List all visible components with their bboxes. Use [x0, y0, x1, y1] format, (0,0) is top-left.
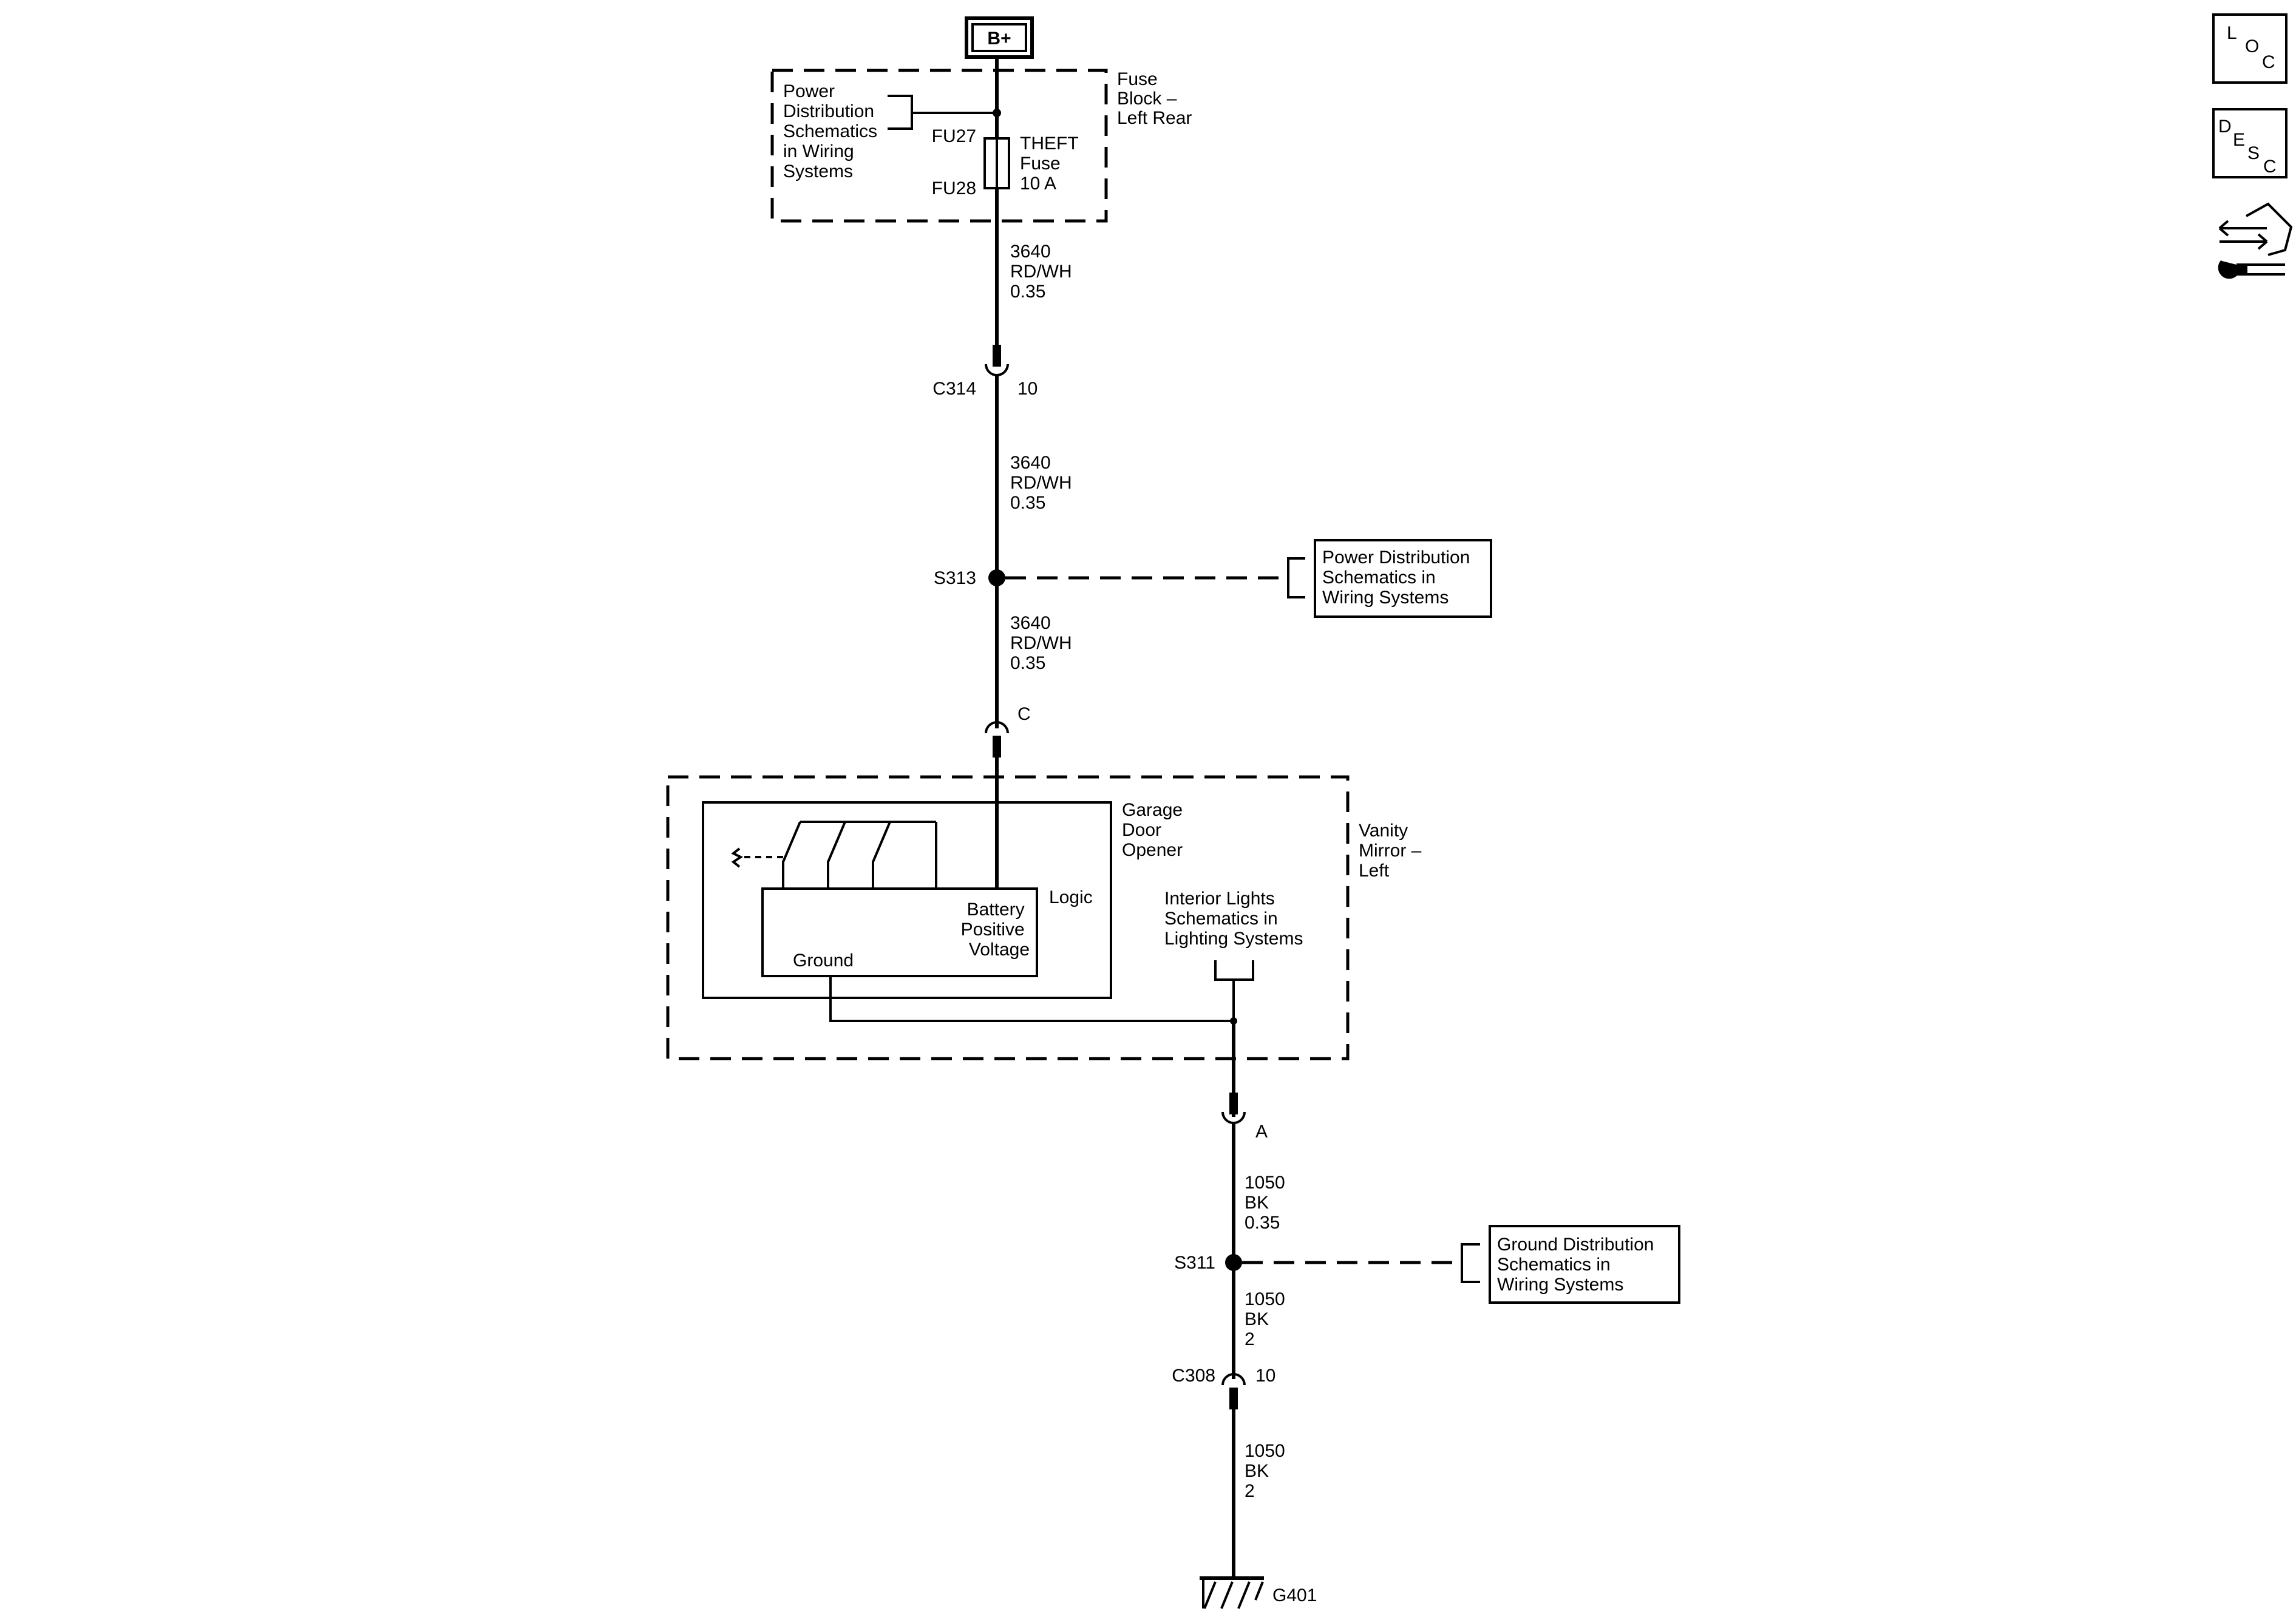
interior-lights-ref-bracket	[1214, 960, 1254, 981]
ground-dist-ref-box	[1489, 1225, 1680, 1304]
ground-g401-name: G401	[1272, 1585, 1317, 1605]
switch-actuator-icon	[731, 847, 743, 868]
fuse-feed-junction	[993, 109, 1001, 117]
c314-pin: 10	[1017, 379, 1038, 399]
battery-source-box	[965, 16, 1034, 59]
svg-text:C: C	[2262, 52, 2275, 72]
fuse-block-ref-bracket	[888, 95, 913, 130]
connector-repair-icon[interactable]	[2218, 202, 2293, 279]
battery-source-label: B+	[987, 29, 1011, 49]
description-icon[interactable]: D E S C	[2212, 108, 2288, 178]
svg-text:S: S	[2247, 143, 2260, 163]
wire-label-5: 1050 BK 2	[1245, 1289, 1290, 1349]
svg-text:C: C	[2263, 157, 2277, 177]
ground-dist-ref-label: Ground Distribution Schematics in Wiring…	[1497, 1235, 1659, 1295]
logic-label: Logic	[1049, 887, 1093, 907]
wire-label-6: 1050 BK 2	[1245, 1441, 1290, 1501]
vanity-mirror-label: Vanity Mirror – Left	[1359, 821, 1427, 881]
wire-label-1: 3640 RD/WH 0.35	[1010, 242, 1077, 302]
logic-box	[761, 887, 1038, 977]
fuse-block-outline	[770, 69, 1108, 223]
c308-name: C308	[1172, 1366, 1215, 1386]
interior-lights-ref-label: Interior Lights Schematics in Lighting S…	[1164, 889, 1303, 949]
power-dist-ref-label: Power Distribution Schematics in Wiring …	[1322, 547, 1475, 608]
garage-door-opener-label: Garage Door Opener	[1122, 800, 1187, 860]
fuse-terminal-in: FU27	[932, 126, 976, 146]
fuse-block-label: Fuse Block – Left Rear	[1117, 69, 1192, 128]
battery-source-inner-box	[971, 23, 1027, 52]
fuse-block-ref-label: Power Distribution Schematics in Wiring …	[783, 81, 882, 181]
c308-female-cup	[1221, 1373, 1246, 1386]
theft-fuse-label: THEFT Fuse 10 A	[1020, 134, 1083, 194]
wire-label-3: 3640 RD/WH 0.35	[1010, 613, 1077, 673]
svg-text:L: L	[2227, 23, 2237, 43]
svg-text:D: D	[2218, 117, 2232, 137]
fuse-terminal-out: FU28	[932, 178, 976, 198]
module-ground-wire	[829, 976, 1234, 1022]
ground-terminal-label: Ground	[793, 951, 854, 971]
vanity-a-pin: A	[1255, 1122, 1268, 1142]
wire-label-2: 3640 RD/WH 0.35	[1010, 453, 1077, 513]
s313-name: S313	[934, 568, 976, 588]
switch-2-blade	[827, 821, 846, 863]
power-dist-ref-box	[1314, 539, 1492, 618]
power-dist-ref-bracket	[1287, 557, 1305, 598]
ground-dist-ref-bracket	[1461, 1243, 1480, 1283]
location-icon[interactable]: L O C	[2212, 13, 2288, 84]
ground-g401-symbol	[1200, 1576, 1264, 1609]
battery-positive-voltage-label: Battery Positive Voltage	[961, 900, 1030, 960]
wire-label-4: 1050 BK 0.35	[1245, 1173, 1290, 1233]
c308-pin: 10	[1255, 1366, 1275, 1386]
svg-text:O: O	[2245, 36, 2259, 56]
vanity-mirror-outline	[666, 775, 1350, 1060]
s311-name: S311	[1174, 1253, 1215, 1273]
vanity-c-pin: C	[1017, 704, 1031, 724]
switch-1-blade	[782, 821, 801, 863]
svg-text:E: E	[2233, 130, 2245, 150]
garage-door-opener-box	[702, 801, 1112, 999]
switch-3-blade	[872, 821, 891, 863]
vanity-c-female-cup	[985, 721, 1009, 734]
c314-name: C314	[932, 379, 976, 399]
